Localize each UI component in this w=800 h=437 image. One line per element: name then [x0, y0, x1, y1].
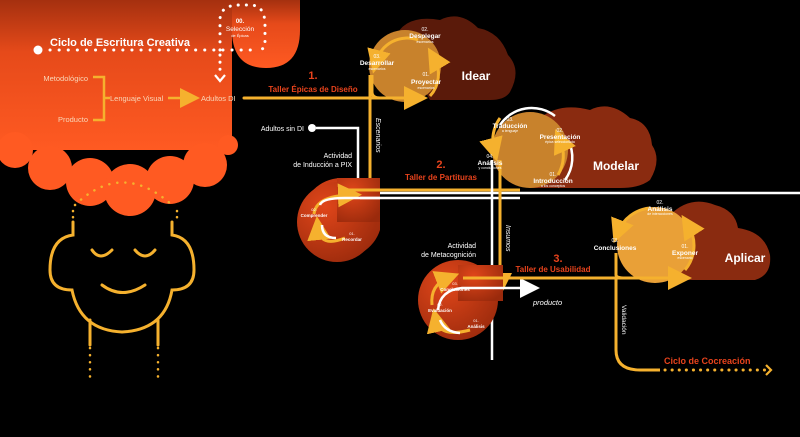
aplicar-step3-label: Conclusiones: [594, 245, 637, 252]
induccion-title-2: de Inducción a PIX: [293, 162, 352, 169]
label-escenarios: Escenarios: [374, 118, 381, 153]
chevron-right-icon: [765, 364, 773, 376]
modelar-step4-num: 04.: [487, 154, 494, 160]
meta-step3-label: Conclusiones: [440, 287, 470, 292]
meta-step2-label: Evaluación: [428, 308, 452, 313]
modelar-step1-sub: a los conceptos: [541, 184, 566, 188]
cloud-aplicar: [617, 201, 771, 283]
modelar-step2-num: 02.: [557, 128, 564, 134]
chevron-down-icon: [214, 74, 226, 83]
label-producto-flow: producto: [532, 298, 562, 307]
modelar-step3-num: 03.: [507, 117, 514, 123]
induccion-step1-num: 01.: [349, 231, 355, 236]
label-producto: Producto: [58, 115, 88, 124]
label-adultos-di: Adultos DI: [201, 94, 236, 103]
metacognicion-title-2: de Metacognición: [421, 252, 476, 259]
workshop-2-title: Taller de Partituras: [405, 173, 477, 182]
cloud-modelar: [492, 106, 657, 188]
head-cloud: [0, 0, 300, 216]
label-metodologico: Metodológico: [43, 74, 88, 83]
induccion-step2-num: 02.: [311, 207, 317, 212]
workshop-2-num: 2.: [436, 159, 445, 171]
step00-sub: de Épicas: [231, 33, 249, 38]
label-adultos-sin-di: Adultos sin DI: [261, 126, 304, 133]
aplicar-step2-sub: de interacciones: [647, 212, 673, 216]
induccion-step2-label: Comprender: [301, 213, 328, 218]
modelar-step3-label: Traducción: [493, 123, 528, 130]
phase-modelar: Modelar: [593, 159, 639, 173]
modelar-step4-sub: y conclusiones: [479, 166, 502, 170]
meta-step3-num: 03.: [452, 281, 458, 286]
modelar-step2-label: Presentación: [540, 134, 581, 141]
aplicar-step1-num: 01.: [682, 244, 689, 250]
modelar-step4-label: Análisis: [478, 160, 503, 167]
modelar-step3-sub: a lenguaje: [502, 129, 518, 133]
phase-aplicar: Aplicar: [725, 251, 766, 265]
induccion-title-1: Actividad: [324, 153, 353, 160]
label-lenguaje-visual: Lenguaje Visual: [110, 94, 164, 103]
label-ciclo-cocreacion: Ciclo de Cocreación: [664, 356, 751, 366]
aplicar-step2-label: Análisis: [648, 206, 673, 213]
modelar-step2-sub: épica seleccionada: [545, 140, 575, 144]
meta-step1-label: Análisis: [467, 324, 485, 329]
workshop-3-num: 3.: [553, 253, 562, 265]
workshop-1-num: 1.: [308, 70, 317, 82]
induccion-step1-label: Recordar: [342, 237, 362, 242]
face-icon: [48, 220, 196, 347]
dotted-path-escritura: [33, 45, 43, 55]
aplicar-step1-label: Exponer: [672, 250, 698, 257]
idear-step2-num: 02.: [422, 27, 429, 33]
title-ciclo-escritura: Ciclo de Escritura Creativa: [50, 37, 191, 49]
workshop-1-title: Taller Épicas de Diseño: [268, 85, 357, 94]
idear-step1-num: 01.: [423, 72, 430, 78]
step00-label: Selección: [226, 26, 255, 33]
modelar-step1-label: Introducción: [533, 178, 572, 185]
aplicar-step2-num: 02.: [657, 200, 664, 206]
idear-step3-label: Desarrollar: [360, 60, 395, 67]
meta-step1-num: 01.: [473, 318, 479, 323]
idear-step1-label: Proyectar: [411, 79, 441, 86]
idear-step3-num: 03.: [374, 54, 381, 60]
step00-num: 00.: [236, 19, 245, 25]
meta-step2-num: 02.: [437, 302, 443, 307]
workshop-3-title: Taller de Usabilidad: [516, 265, 591, 274]
idear-step2-label: Desplegar: [409, 33, 441, 40]
idear-step1-sub: escenarios: [418, 86, 435, 90]
phase-idear: Idear: [462, 69, 491, 83]
idear-step3-sub: escenarios: [369, 67, 386, 71]
modelar-step1-num: 01.: [550, 172, 557, 178]
metacognicion-title-1: Actividad: [448, 243, 477, 250]
label-validacion: Validación: [620, 305, 627, 335]
idear-step2-sub: escenarios: [417, 40, 434, 44]
label-insumos: Insumos: [504, 225, 511, 252]
aplicar-step3-num: 03.: [612, 238, 619, 244]
aplicar-step1-sub: escenario: [677, 256, 692, 260]
